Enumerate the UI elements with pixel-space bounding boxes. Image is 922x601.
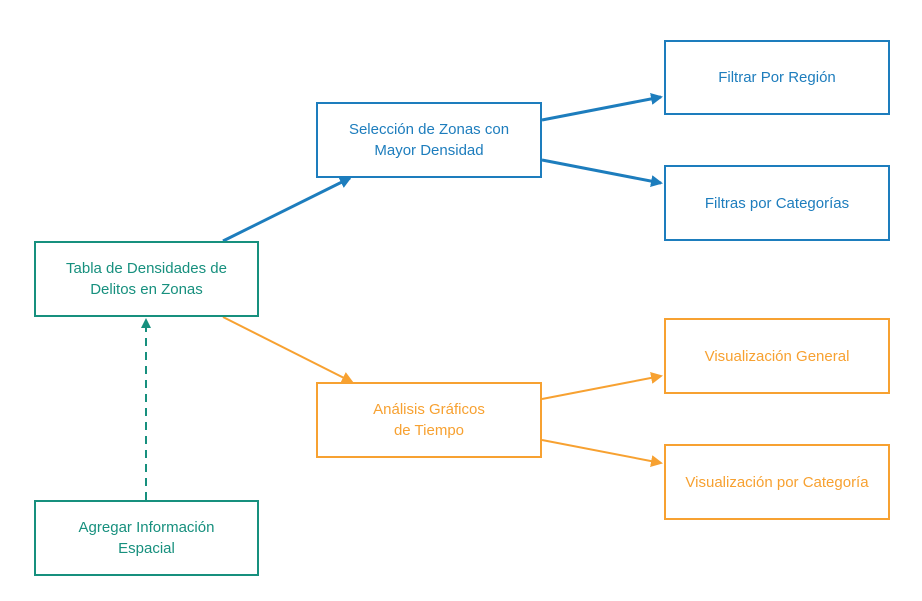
node-visualizacion-general-label: Visualización General	[704, 347, 850, 365]
edge-tabla-to-analisis	[222, 316, 354, 383]
edge-analisis-to-general	[541, 372, 663, 400]
node-filtrar-region-label: Filtrar Por Región	[718, 69, 836, 86]
node-seleccion-zonas-label: Selección de Zonas con Mayor Densidad	[348, 121, 510, 159]
node-tabla-densidades-label: Tabla de Densidades de Delitos en Zonas	[66, 260, 227, 298]
node-filtrar-categorias[interactable]: Filtras por Categorías	[664, 165, 890, 241]
node-visualizacion-general[interactable]: Visualización General	[664, 318, 890, 394]
node-tabla-densidades[interactable]: Tabla de Densidades de Delitos en Zonas	[34, 241, 259, 317]
node-visualizacion-categoria-label: Visualización por Categoría	[685, 473, 869, 491]
edge-seleccion-to-region	[541, 93, 663, 122]
node-analisis-graficos[interactable]: Análisis Gráficos de Tiempo	[316, 382, 542, 458]
node-agregar-informacion[interactable]: Agregar Información Espacial	[34, 500, 259, 576]
edge-seleccion-to-categorias	[541, 158, 663, 187]
edge-tabla-to-seleccion	[222, 176, 352, 243]
node-analisis-graficos-label: Análisis Gráficos de Tiempo	[373, 401, 485, 439]
node-visualizacion-categoria[interactable]: Visualización por Categoría	[664, 444, 890, 520]
node-filtrar-region[interactable]: Filtrar Por Región	[664, 40, 890, 115]
edge-analisis-to-vis-cat	[541, 439, 663, 467]
node-agregar-informacion-label: Agregar Información Espacial	[78, 519, 215, 557]
node-seleccion-zonas[interactable]: Selección de Zonas con Mayor Densidad	[316, 102, 542, 178]
node-filtrar-categorias-label: Filtras por Categorías	[704, 194, 850, 212]
